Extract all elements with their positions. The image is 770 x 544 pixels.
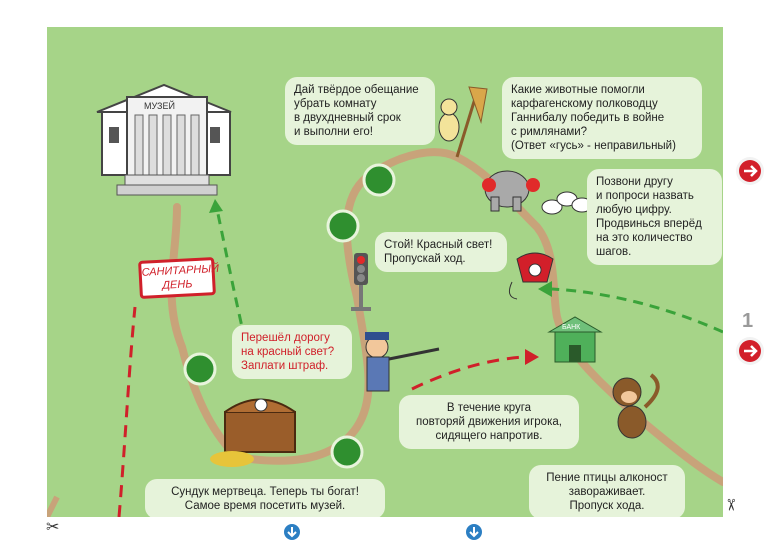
card-line: карфагенскому полководцу <box>511 98 658 110</box>
monkey-icon <box>612 373 660 439</box>
card-hannibal: Какие животные помогли карфагенскому пол… <box>502 77 702 159</box>
card-phone: Позвони другу и попроси назвать любую ци… <box>587 169 722 265</box>
board-drawing: БАНК МУЗЕЙ <box>47 83 723 517</box>
card-fine: Перешёл дорогу на красный свет? Заплати … <box>232 325 352 379</box>
card-line: убрать комнату <box>294 98 377 110</box>
treasure-chest-icon <box>210 398 296 467</box>
police-officer-icon <box>365 332 440 392</box>
step-circle <box>183 352 217 386</box>
card-line: Пропуск хода. <box>569 500 645 512</box>
green-dashed-arrow <box>551 287 723 334</box>
card-line: и попроси назвать <box>596 190 694 202</box>
card-line: В течение круга <box>446 402 532 414</box>
step-circle <box>362 163 396 197</box>
museum-label: МУЗЕЙ <box>144 100 175 111</box>
card-broom-bug: Дай твёрдое обещание убрать комнату в дв… <box>285 77 435 145</box>
card-line: (Ответ «гусь» - неправильный) <box>511 140 676 152</box>
card-line: с римлянами? <box>511 126 588 138</box>
card-line: повторяй движения игрока, <box>416 416 562 428</box>
card-traffic-light: Стой! Красный свет! Пропускай ход. <box>375 232 507 272</box>
card-line: Продвинься вперёд <box>596 218 702 230</box>
traffic-light-icon <box>351 253 371 311</box>
card-monkey: В течение круга повторяй движения игрока… <box>399 395 579 449</box>
arrow-down-icon[interactable] <box>466 524 482 540</box>
card-line: в двухдневный срок <box>294 112 401 124</box>
elephant-icon <box>482 170 540 212</box>
sign-icon: САНИТАРНЫЙ ДЕНЬ <box>138 257 219 299</box>
card-line: Какие животные помогли <box>511 84 645 96</box>
card-line: завораживает. <box>568 486 646 498</box>
card-line: Самое время посетить музей. <box>184 500 346 512</box>
scissors-icon: ✂ <box>46 519 60 536</box>
card-line: любую цифру. <box>596 204 672 216</box>
card-line: Заплати штраф. <box>241 360 329 372</box>
arrow-right-icon[interactable] <box>736 157 764 185</box>
card-line: на это количество <box>596 232 693 244</box>
bank-label: БАНК <box>562 324 581 331</box>
game-board: БАНК МУЗЕЙ САНИТАРНЫЙ ДЕНЬ Дай твёрдое о… <box>47 27 723 517</box>
step-circle <box>326 209 360 243</box>
card-line: шагов. <box>596 246 632 258</box>
card-alkonost: Пение птицы алконост завораживает. Пропу… <box>529 465 685 517</box>
card-line: Сундук мертвеца. Теперь ты богат! <box>171 486 359 498</box>
bank-icon: БАНК <box>547 316 603 363</box>
card-line: и выполни его! <box>294 126 373 138</box>
card-line: Пение птицы алконост <box>546 472 668 484</box>
card-line: Пропускай ход. <box>384 253 466 265</box>
arrow-right-icon[interactable] <box>736 337 764 365</box>
card-line: Перешёл дорогу <box>241 332 330 344</box>
scissors-icon: ✂ <box>721 498 739 512</box>
card-chest: Сундук мертвеца. Теперь ты богат! Самое … <box>145 479 385 517</box>
card-line: Стой! Красный свет! <box>384 239 493 251</box>
card-line: Позвони другу <box>596 176 673 188</box>
step-circle <box>330 435 364 469</box>
arrow-down-icon[interactable] <box>284 524 300 540</box>
geese-icon <box>541 191 593 215</box>
broom-bug-icon <box>438 86 488 158</box>
card-line: Дай твёрдое обещание <box>294 84 419 96</box>
museum-icon <box>96 83 232 196</box>
red-dashed-arrow <box>117 306 137 517</box>
card-line: Ганнибалу победить в войне <box>511 112 665 124</box>
red-dashed-arrow <box>411 355 526 391</box>
page-number: 1 <box>742 310 754 332</box>
card-line: сидящего напротив. <box>435 430 543 442</box>
telephone-icon <box>508 252 554 300</box>
card-line: на красный свет? <box>241 346 335 358</box>
